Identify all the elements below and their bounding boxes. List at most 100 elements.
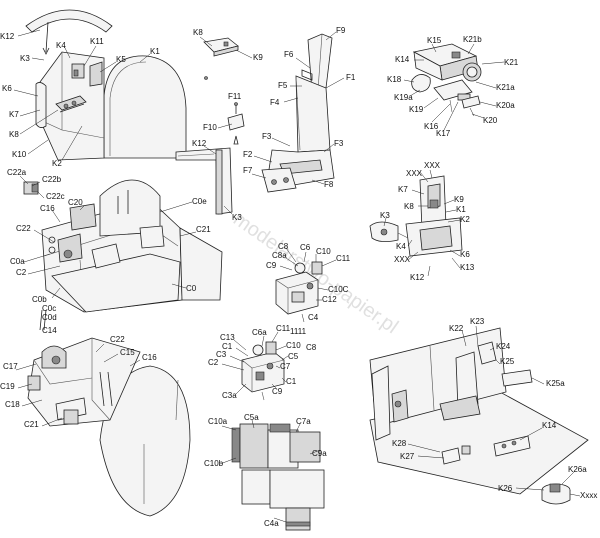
label: K18 [387,75,402,84]
label: C5a [244,413,259,422]
label: C1 [222,342,233,351]
label: K6 [460,250,470,259]
label: Xxxx [580,491,597,500]
diagram-instrument-box-upper [275,261,323,323]
label: C9 [272,387,283,396]
label: F11 [228,92,242,101]
label: C16 [142,353,157,362]
label: C22a [7,168,27,177]
label: K7 [398,185,408,194]
label: K21a [496,83,515,92]
label: K9 [253,53,263,62]
label: K12 [192,139,207,148]
label: K27 [400,452,415,461]
labels-instrument-box-lower: 1111 C8 C13 C6a C11 C1 C10 C3 C5 C2 C7 C… [208,324,317,400]
label: K20a [496,101,515,110]
label: C22b [42,175,62,184]
label: F3 [334,139,344,148]
label: K4 [396,242,406,251]
label: K4 [56,41,66,50]
label: C11 [336,254,351,263]
label: K6 [2,84,12,93]
label: C11 [276,324,291,333]
labels-cockpit-bulkhead: K12 K3 K4 K11 K1 K5 K6 K7 K8 K10 K2 [0,29,160,168]
label: C1 [286,377,297,386]
label: K5 [116,55,126,64]
label: C0d [42,313,57,322]
label: K12 [410,273,425,282]
label: K15 [427,36,442,45]
diagram-instrument-box-lower [241,341,285,401]
label: K25a [546,379,565,388]
label: XXX [394,255,411,264]
labels-front-panel: C22 C17 C15 C16 C19 C18 C21 [0,335,157,429]
label: K19 [409,105,424,114]
diagram-front-panel [27,337,191,517]
label: C6a [252,328,267,337]
label: F9 [336,26,346,35]
label: K10 [12,150,27,159]
label: K21 [504,58,519,67]
label: K19a [394,93,413,102]
label: K8 [9,130,19,139]
label: K8 [404,202,414,211]
label: K12 [0,32,15,41]
label: K3 [20,54,30,63]
label: C9 [266,261,277,270]
label: F10 [203,123,217,132]
label: C10a [208,417,228,426]
diagram-cockpit-interior [369,327,589,505]
label: C4a [264,519,279,528]
label: C22c [46,192,65,201]
label: K14 [542,421,557,430]
label: K26a [568,465,587,474]
label: C22 [16,224,31,233]
labels-cockpit-interior: K22 K23 K24 K25 K25a K14 K28 K27 K26a K2… [392,317,597,500]
label: K2 [52,159,62,168]
label: F2 [243,150,253,159]
label: C4 [308,313,319,322]
label: F1 [346,73,356,82]
label: K20 [483,116,498,125]
labels-instrument-box-upper: C8 C8a C6 C10 C11 C9 C10C C12 C4 [266,242,351,322]
label: K1 [150,47,160,56]
labels-side-panel: K12 K3 [192,139,242,222]
label: C0c [42,304,56,313]
label: K23 [470,317,485,326]
label: K13 [460,263,475,272]
label: C8 [306,343,317,352]
label: C16 [40,204,55,213]
diagram-instrument-cluster [411,43,482,117]
label: C17 [3,362,18,371]
label: 1111 [290,327,307,336]
label: K2 [460,215,470,224]
labels-cockpit-tub: C22a C22b C22c C16 C20 C0e C22 C21 C0a C… [7,168,211,335]
label: F7 [243,166,253,175]
label: C2 [208,358,219,367]
label: C10b [204,459,224,468]
label: K24 [496,342,511,351]
label: K16 [424,122,439,131]
label: K11 [90,37,104,46]
label: C8a [272,251,287,260]
label: C12 [322,295,337,304]
label: C0b [32,295,47,304]
label: K3 [380,211,390,220]
label: K8 [193,28,203,37]
label: C3a [222,391,237,400]
diagram-cockpit-bulkhead [25,9,187,161]
label: K17 [436,129,451,138]
label: F8 [324,180,334,189]
label: C21 [24,420,39,429]
label: C20 [68,198,83,207]
label: K14 [395,55,410,64]
label: C10 [286,341,301,350]
label: F4 [270,98,280,107]
label: K28 [392,439,407,448]
label: XXX [424,161,441,170]
label: C7a [296,417,311,426]
label: K9 [454,195,464,204]
label: C10 [316,247,331,256]
diagram-cockpit-tub [23,179,223,331]
